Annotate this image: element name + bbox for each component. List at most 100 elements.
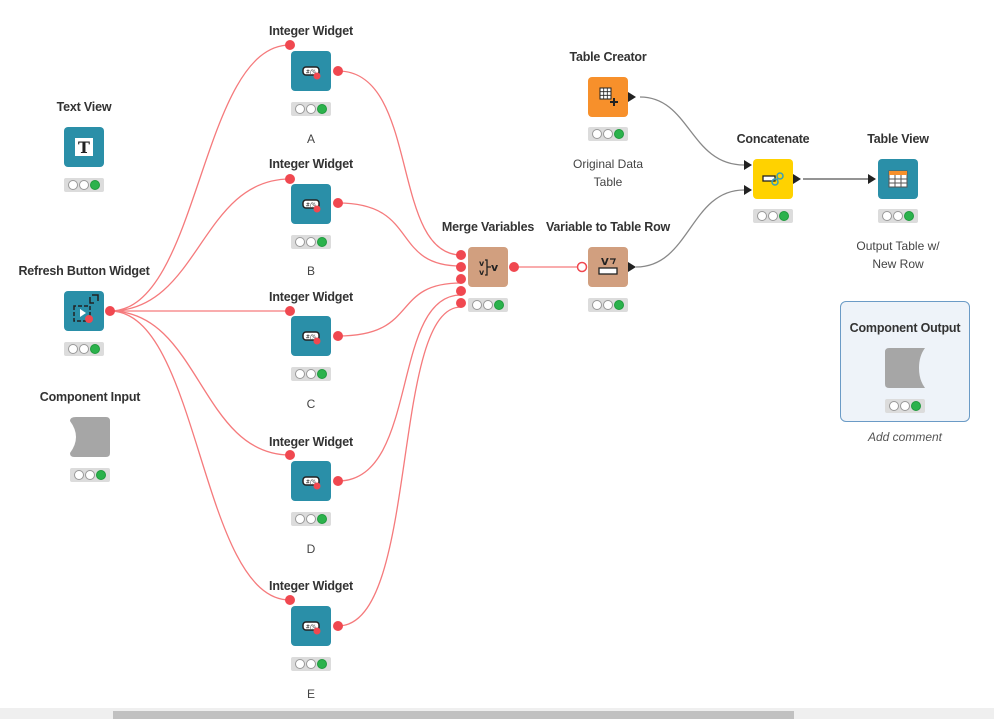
node-annotation[interactable]: A: [306, 132, 316, 146]
flow-variable-output-port[interactable]: [333, 66, 343, 76]
flow-connection[interactable]: [337, 306, 462, 627]
flow-variable-output-port[interactable]: [105, 306, 115, 316]
node-status-indicator: [588, 298, 628, 312]
node-status-indicator: [64, 342, 104, 356]
flow-variable-input-port[interactable]: [456, 250, 466, 260]
integer-widget-icon[interactable]: #/%: [291, 316, 331, 356]
output-port-arrow[interactable]: [628, 92, 636, 102]
svg-text:v: v: [491, 261, 499, 274]
flow-variable-input-port[interactable]: [285, 174, 295, 184]
flow-variable-input-port[interactable]: [456, 262, 466, 272]
annotation-line: New Row: [872, 257, 924, 271]
node-status-indicator: [291, 102, 331, 116]
flow-variable-output-port[interactable]: [509, 262, 519, 272]
node-status-indicator: [753, 209, 793, 223]
node-status-indicator: [878, 209, 918, 223]
node-title: Component Output: [849, 321, 961, 335]
flow-variable-output-port[interactable]: [333, 621, 343, 631]
output-port-arrow[interactable]: [793, 174, 801, 184]
node-annotation[interactable]: C: [306, 397, 316, 411]
text-view-icon[interactable]: T: [64, 127, 104, 167]
horizontal-scrollbar[interactable]: [0, 708, 994, 719]
node-title: Integer Widget: [269, 290, 353, 304]
flow-variable-input-port[interactable]: [285, 595, 295, 605]
flow-connection[interactable]: [109, 310, 291, 456]
node-status-indicator: [64, 178, 104, 192]
svg-text:#/%: #/%: [306, 625, 317, 631]
integer-widget-icon[interactable]: #/%: [291, 51, 331, 91]
flow-variable-input-port[interactable]: [285, 306, 295, 316]
flow-variable-output-port[interactable]: [333, 476, 343, 486]
integer-widget-icon[interactable]: #/%: [291, 606, 331, 646]
flow-variable-output-port[interactable]: [333, 198, 343, 208]
concatenate-icon[interactable]: [753, 159, 793, 199]
node-title: Integer Widget: [269, 435, 353, 449]
node-status-indicator: [291, 512, 331, 526]
node-annotation[interactable]: Output Table w/ New Row: [856, 237, 939, 273]
flow-connection[interactable]: [337, 294, 462, 482]
flow-connection[interactable]: [109, 178, 291, 312]
node-title: Table Creator: [569, 50, 647, 64]
node-title: Refresh Button Widget: [18, 264, 150, 278]
scrollbar-thumb[interactable]: [113, 711, 794, 719]
node-title: Text View: [56, 100, 112, 114]
flow-connection[interactable]: [337, 282, 462, 337]
svg-text:v: v: [479, 268, 485, 277]
component-output-icon[interactable]: [885, 348, 925, 388]
svg-text:#/%: #/%: [306, 480, 317, 486]
flow-variable-input-port[interactable]: [285, 40, 295, 50]
node-annotation[interactable]: E: [306, 687, 316, 701]
node-status-indicator: [588, 127, 628, 141]
flow-variable-input-port[interactable]: [456, 286, 466, 296]
node-annotation[interactable]: D: [306, 542, 316, 556]
add-comment-placeholder[interactable]: Add comment: [867, 430, 943, 444]
node-status-indicator: [70, 468, 110, 482]
input-port-arrow[interactable]: [744, 160, 752, 170]
svg-text:v: v: [479, 259, 485, 268]
data-connection[interactable]: [635, 189, 745, 268]
component-input-icon[interactable]: [70, 417, 110, 457]
node-title: Component Input: [39, 390, 141, 404]
variable-to-table-row-icon[interactable]: V: [588, 247, 628, 287]
flow-connection[interactable]: [109, 310, 291, 601]
svg-text:V: V: [601, 257, 609, 268]
annotation-line: Output Table w/: [856, 239, 940, 253]
flow-variable-output-port[interactable]: [333, 331, 343, 341]
table-creator-icon[interactable]: [588, 77, 628, 117]
node-status-indicator: [291, 367, 331, 381]
node-title: Merge Variables: [441, 220, 535, 234]
flow-variable-input-port[interactable]: [456, 274, 466, 284]
flow-connection[interactable]: [109, 44, 291, 312]
table-view-icon[interactable]: [878, 159, 918, 199]
node-title: Table View: [867, 132, 929, 146]
integer-widget-icon[interactable]: #/%: [291, 184, 331, 224]
data-connection[interactable]: [639, 96, 745, 166]
node-status-indicator: [291, 235, 331, 249]
node-status-indicator: [468, 298, 508, 312]
node-title: Integer Widget: [269, 579, 353, 593]
refresh-button-icon[interactable]: [64, 291, 104, 331]
flow-connection[interactable]: [337, 202, 462, 267]
annotation-line: Table: [593, 175, 623, 189]
input-port-arrow[interactable]: [744, 185, 752, 195]
node-status-indicator: [291, 657, 331, 671]
flow-variable-input-port[interactable]: [285, 450, 295, 460]
node-annotation[interactable]: B: [306, 264, 316, 278]
integer-widget-icon[interactable]: #/%: [291, 461, 331, 501]
output-port-arrow[interactable]: [628, 262, 636, 272]
input-port-arrow[interactable]: [868, 174, 876, 184]
flow-variable-input-port[interactable]: [456, 298, 466, 308]
node-status-indicator: [885, 399, 925, 413]
annotation-line: Original Data: [572, 157, 644, 171]
node-title: Integer Widget: [269, 157, 353, 171]
svg-text:#/%: #/%: [306, 70, 317, 76]
flow-variable-input-port[interactable]: [576, 261, 588, 273]
svg-text:#/%: #/%: [306, 203, 317, 209]
node-annotation[interactable]: Original Data Table: [573, 155, 643, 191]
node-title: Variable to Table Row: [545, 220, 671, 234]
flow-connection[interactable]: [337, 70, 462, 256]
svg-text:T: T: [78, 138, 90, 157]
